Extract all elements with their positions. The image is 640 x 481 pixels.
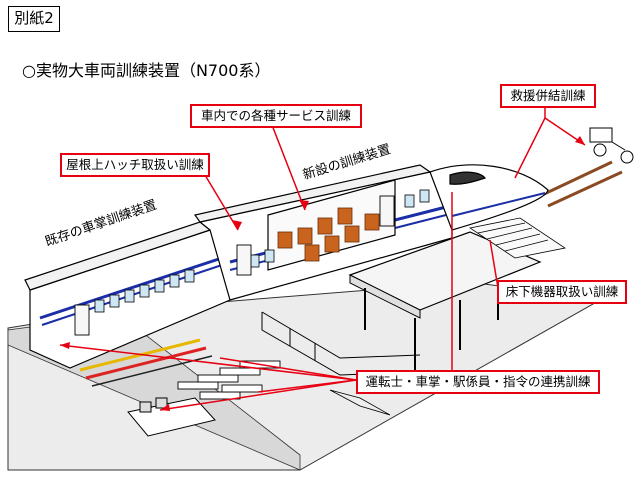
page-title: ○実物大車両訓練装置（N700系）: [22, 61, 271, 80]
car-doors: [74, 195, 395, 336]
rails: [539, 160, 623, 208]
monitor-desk: [127, 397, 216, 437]
car-windows: [94, 189, 430, 313]
callout-underfloor: 床下機器取扱い訓練: [497, 280, 627, 304]
staircase: [329, 217, 567, 416]
callout-interior-service: 車内での各種サービス訓練: [190, 104, 362, 128]
callout-leader-lines: [59, 106, 586, 411]
document-tag: 別紙2: [8, 6, 60, 32]
passenger-seats: [277, 207, 380, 262]
callout-roof-hatch: 屋根上ハッチ取扱い訓練: [60, 153, 210, 177]
train-nose: [429, 164, 549, 231]
callout-rescue-coupling: 救援併結訓練: [500, 84, 596, 108]
rescue-coupler-equipment: [589, 127, 634, 164]
callout-arrowheads: [60, 136, 585, 411]
viaduct-side: [349, 274, 421, 319]
callout-coordination: 運転士・車掌・駅係員・指令の連携訓練: [356, 370, 600, 394]
